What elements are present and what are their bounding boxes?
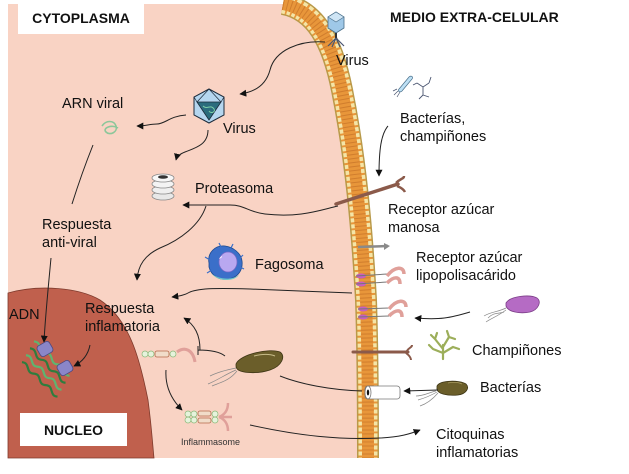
line-channel-to-bacterium: [279, 375, 363, 392]
arrow-to-proteasome: [174, 129, 209, 161]
membrane-channel-icon: [364, 385, 401, 400]
label-bacterias: Bacterías: [480, 380, 542, 396]
dectin-receptor-icon: [351, 344, 413, 361]
label-receptor-manosa-2: manosa: [388, 220, 440, 236]
nlr-sensor-icon: [141, 347, 197, 363]
arrow-bacterium-to-inflammatory: [183, 317, 201, 351]
extracellular-title: MEDIO EXTRA-CELULAR: [390, 9, 559, 25]
transcription-factor-1: [36, 341, 54, 357]
label-respuesta-inflamatoria-2: inflamatoria: [85, 319, 160, 335]
tlr-receptor-icon-2: [357, 299, 408, 320]
line-arn-to-antiviral: [71, 144, 94, 205]
nucleus-title: NUCLEO: [20, 413, 127, 446]
label-adn: ADN: [9, 307, 40, 323]
label-respuesta-antiviral-1: Respuesta: [42, 217, 112, 233]
label-citoquinas-2: inflamatorias: [436, 445, 519, 461]
viral-rna-icon: [101, 120, 119, 135]
bacteria-fungi-icon: [392, 75, 432, 100]
arrow-mannose-to-proteasome: [182, 201, 339, 216]
arrow-pathogens-to-mannose: [375, 125, 389, 177]
label-respuesta-inflamatoria-1: Respuesta: [85, 301, 155, 317]
phagosome-icon: [204, 242, 245, 280]
label-arn-viral: ARN viral: [62, 96, 124, 112]
label-bacterias-champinones-2: champiñones: [400, 129, 487, 145]
inhibition-line: [197, 346, 226, 357]
arrow-to-arn: [136, 114, 187, 130]
label-citoquinas-1: Citoquinas: [436, 427, 505, 443]
fungus-icon: [427, 329, 461, 361]
brown-bacterium-icon: [415, 380, 468, 407]
label-virus-inside: Virus: [223, 121, 256, 137]
intracellular-bacterium-icon: [207, 350, 284, 387]
arrow-proteasome-to-inflammatory: [133, 205, 207, 281]
cytoplasm-title: CYTOPLASMA: [18, 2, 144, 34]
arrow-nlr-to-inflammasome: [165, 369, 183, 411]
arrow-virus-entry: [239, 41, 326, 97]
arrow-purple-bacterium: [414, 311, 471, 322]
label-fagosoma: Fagosoma: [255, 257, 324, 273]
label-inflammasome: Inflammasome: [181, 437, 241, 447]
mannose-receptor-icon: [334, 175, 407, 206]
purple-bacterium-icon: [483, 295, 540, 323]
label-receptor-lps-2: lipopolisacárido: [416, 268, 516, 284]
proteasome-icon: [151, 173, 175, 201]
arrow-antiviral-to-dna: [40, 257, 52, 343]
arrow-inflammasome-to-cytokines: [249, 424, 421, 439]
label-champinones: Champiñones: [472, 343, 562, 359]
arrow-inflammatory-to-dna: [73, 344, 91, 367]
arrow-lps-to-inflammatory: [171, 287, 353, 300]
tlr-receptor-icon-1: [355, 266, 406, 287]
label-proteasoma: Proteasoma: [195, 181, 274, 197]
virus-capsid-icon: [193, 88, 225, 124]
bacteriophage-icon: [327, 11, 345, 48]
label-bacterias-champinones-1: Bacterías,: [400, 111, 466, 127]
arrow-brown-bacterium: [403, 387, 439, 395]
label-virus-outside: Virus: [336, 53, 369, 69]
label-receptor-lps-1: Receptor azúcar: [416, 250, 523, 266]
grey-receptor-icon: [357, 243, 390, 250]
transcription-factor-2: [56, 360, 74, 376]
inflammasome-icon: [184, 402, 232, 432]
label-respuesta-antiviral-2: anti-viral: [42, 235, 97, 251]
label-receptor-manosa-1: Receptor azúcar: [388, 202, 495, 218]
